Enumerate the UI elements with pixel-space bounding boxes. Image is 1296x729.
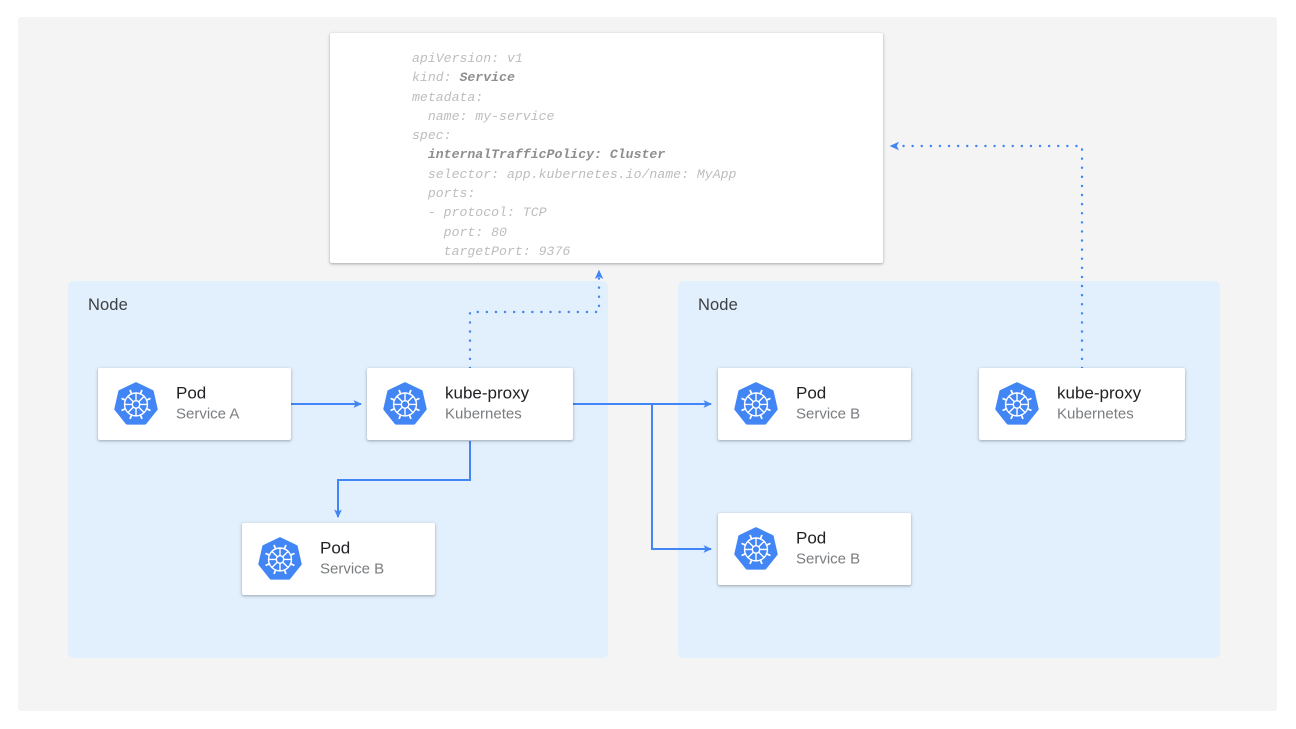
card-pod-service-a-text: Pod Service A xyxy=(176,383,239,426)
manifest-line: port: 80 xyxy=(412,224,507,240)
node-panel-right: Node xyxy=(678,281,1220,658)
card-title: kube-proxy xyxy=(1057,383,1142,403)
card-title: Pod xyxy=(176,383,207,403)
kubernetes-icon xyxy=(258,537,302,581)
card-pod-service-b-right-bottom-text: Pod Service B xyxy=(796,528,860,571)
card-title: kube-proxy xyxy=(445,383,530,403)
card-subtitle: Service B xyxy=(320,561,385,578)
card-pod-service-b-left-text: Pod Service B xyxy=(320,538,384,581)
card-title: Pod xyxy=(796,528,827,548)
manifest-line: apiVersion: v1 xyxy=(412,51,523,66)
service-manifest-card: apiVersion: v1 kind: Service metadata: nam… xyxy=(330,33,883,263)
card-pod-service-a[interactable]: Pod Service A xyxy=(98,368,291,440)
manifest-line: selector: app.kubernetes.io/name: MyApp xyxy=(412,166,737,182)
card-subtitle: Kubernetes xyxy=(445,406,522,423)
card-pod-service-b-left[interactable]: Pod Service B xyxy=(242,523,435,595)
node-label-right: Node xyxy=(698,296,738,314)
card-subtitle: Service B xyxy=(796,551,861,568)
manifest-line: spec: xyxy=(412,128,452,144)
card-kube-proxy-left[interactable]: kube-proxy Kubernetes xyxy=(367,368,573,440)
manifest-line: name: my-service xyxy=(412,108,555,124)
manifest-line: internalTrafficPolicy: Cluster xyxy=(412,147,666,163)
kubernetes-icon xyxy=(734,382,778,426)
card-subtitle: Service A xyxy=(176,406,240,423)
card-pod-service-b-right-bottom[interactable]: Pod Service B xyxy=(718,513,911,585)
card-subtitle: Service B xyxy=(796,406,861,423)
manifest-line: targetPort: 9376 xyxy=(412,243,571,259)
card-kube-proxy-left-text: kube-proxy Kubernetes xyxy=(445,383,529,426)
card-title: Pod xyxy=(796,383,827,403)
card-kube-proxy-right-text: kube-proxy Kubernetes xyxy=(1057,383,1141,426)
kubernetes-icon xyxy=(734,527,778,571)
manifest-line: - protocol: TCP xyxy=(412,205,547,221)
manifest-line: ports: xyxy=(412,186,476,202)
card-title: Pod xyxy=(320,538,351,558)
card-pod-service-b-right-top-text: Pod Service B xyxy=(796,383,860,426)
node-label-left: Node xyxy=(88,296,128,314)
kubernetes-icon xyxy=(383,382,427,426)
manifest-line: metadata: xyxy=(412,89,484,105)
kubernetes-icon xyxy=(995,382,1039,426)
node-panel-left: Node xyxy=(68,281,608,658)
service-manifest-code: apiVersion: v1 kind: Service metadata: nam… xyxy=(412,49,736,261)
card-subtitle: Kubernetes xyxy=(1057,406,1134,423)
kubernetes-icon xyxy=(114,382,158,426)
card-pod-service-b-right-top[interactable]: Pod Service B xyxy=(718,368,911,440)
card-kube-proxy-right[interactable]: kube-proxy Kubernetes xyxy=(979,368,1185,440)
manifest-line: kind: Service xyxy=(412,70,515,86)
